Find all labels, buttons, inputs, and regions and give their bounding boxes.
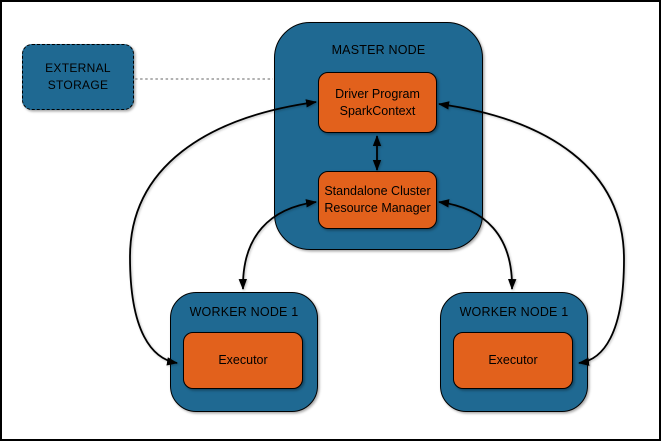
resource-manager-box: Standalone Cluster Resource Manager <box>318 171 437 229</box>
executor-box-right: Executor <box>453 332 573 389</box>
executor-box-left: Executor <box>183 332 303 389</box>
worker-node-left: WORKER NODE 1 Executor <box>170 292 318 412</box>
resource-manager-label-line1: Standalone Cluster <box>324 184 431 199</box>
worker-node-left-label: WORKER NODE 1 <box>189 305 299 319</box>
master-node-label: MASTER NODE <box>331 43 426 57</box>
executor-left-label: Executor <box>218 353 268 368</box>
worker-node-right: WORKER NODE 1 Executor <box>440 292 588 412</box>
external-storage-node: EXTERNAL STORAGE <box>22 44 134 110</box>
driver-program-box: Driver Program SparkContext <box>318 72 437 133</box>
driver-program-label-line2: SparkContext <box>339 103 416 118</box>
master-node: MASTER NODE Driver Program SparkContext … <box>274 22 483 250</box>
worker-node-right-label: WORKER NODE 1 <box>459 305 569 319</box>
executor-right-label: Executor <box>488 353 538 368</box>
driver-program-label-line1: Driver Program <box>335 86 420 101</box>
external-storage-label-line2: STORAGE <box>47 78 109 92</box>
resource-manager-label-line2: Resource Manager <box>324 201 431 215</box>
external-storage-label-line1: EXTERNAL <box>45 61 111 76</box>
